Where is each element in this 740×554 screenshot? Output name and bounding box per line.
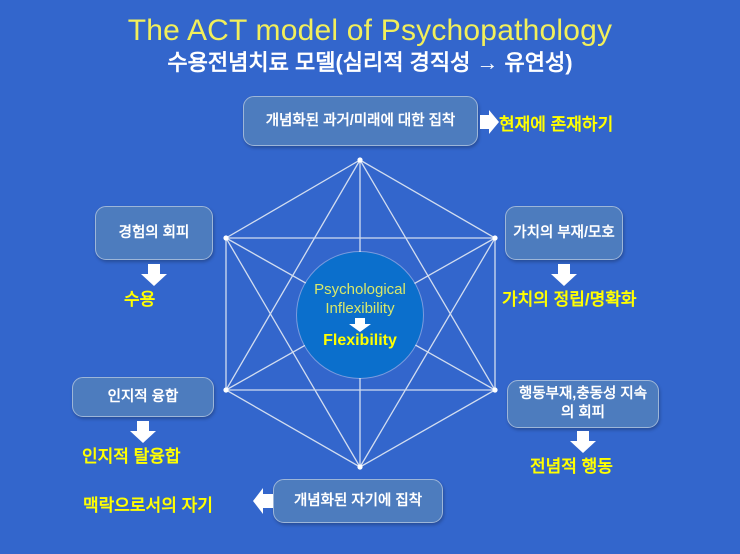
process-box-acceptance[interactable]: 경험의 회피 xyxy=(95,206,213,260)
process-box-self-as-context[interactable]: 개념화된 자기에 집착 xyxy=(273,479,443,523)
down-arrow-icon xyxy=(349,318,371,332)
process-box-label: 가치의 부재/모호 xyxy=(513,224,615,241)
outcome-label-committed-action: 전념적 행동 xyxy=(530,457,613,476)
center-label-line1: Psychological xyxy=(314,281,406,298)
process-box-committed-action[interactable]: 행동부재,충동성 지속의 회피 xyxy=(507,380,659,428)
process-box-label: 경험의 회피 xyxy=(118,224,190,241)
down-arrow-icon xyxy=(570,431,596,453)
process-box-label: 인지적 융합 xyxy=(107,388,179,405)
center-circle: Psychological Inflexibility Flexibility xyxy=(297,252,423,378)
page-subtitle: 수용전념치료 모델(심리적 경직성 → 유연성) xyxy=(167,50,573,75)
process-box-defusion[interactable]: 인지적 융합 xyxy=(72,377,214,417)
down-arrow-icon xyxy=(141,264,167,286)
left-arrow-icon xyxy=(253,488,273,514)
process-box-label: 개념화된 과거/미래에 대한 집착 xyxy=(265,112,456,129)
process-box-present-moment[interactable]: 개념화된 과거/미래에 대한 집착 xyxy=(243,96,478,146)
outcome-label-self-as-context: 맥락으로서의 자기 xyxy=(83,496,213,515)
process-box-label: 행동부재,충동성 지속의 회피 xyxy=(518,386,648,421)
center-outcome-label: Flexibility xyxy=(323,332,397,349)
outcome-label-defusion: 인지적 탈융합 xyxy=(82,447,181,466)
process-box-label: 개념화된 자기에 집착 xyxy=(293,492,423,509)
down-arrow-icon xyxy=(551,264,577,286)
down-arrow-icon xyxy=(130,421,156,443)
page-title: The ACT model of Psychopathology xyxy=(127,14,613,47)
outcome-label-values: 가치의 정립/명확화 xyxy=(502,290,637,309)
outcome-label-acceptance: 수용 xyxy=(124,290,156,309)
outcome-label-present-moment: 현재에 존재하기 xyxy=(499,115,614,134)
right-arrow-icon xyxy=(480,110,499,134)
process-box-values[interactable]: 가치의 부재/모호 xyxy=(505,206,623,260)
center-label-line2: Inflexibility xyxy=(325,300,395,317)
